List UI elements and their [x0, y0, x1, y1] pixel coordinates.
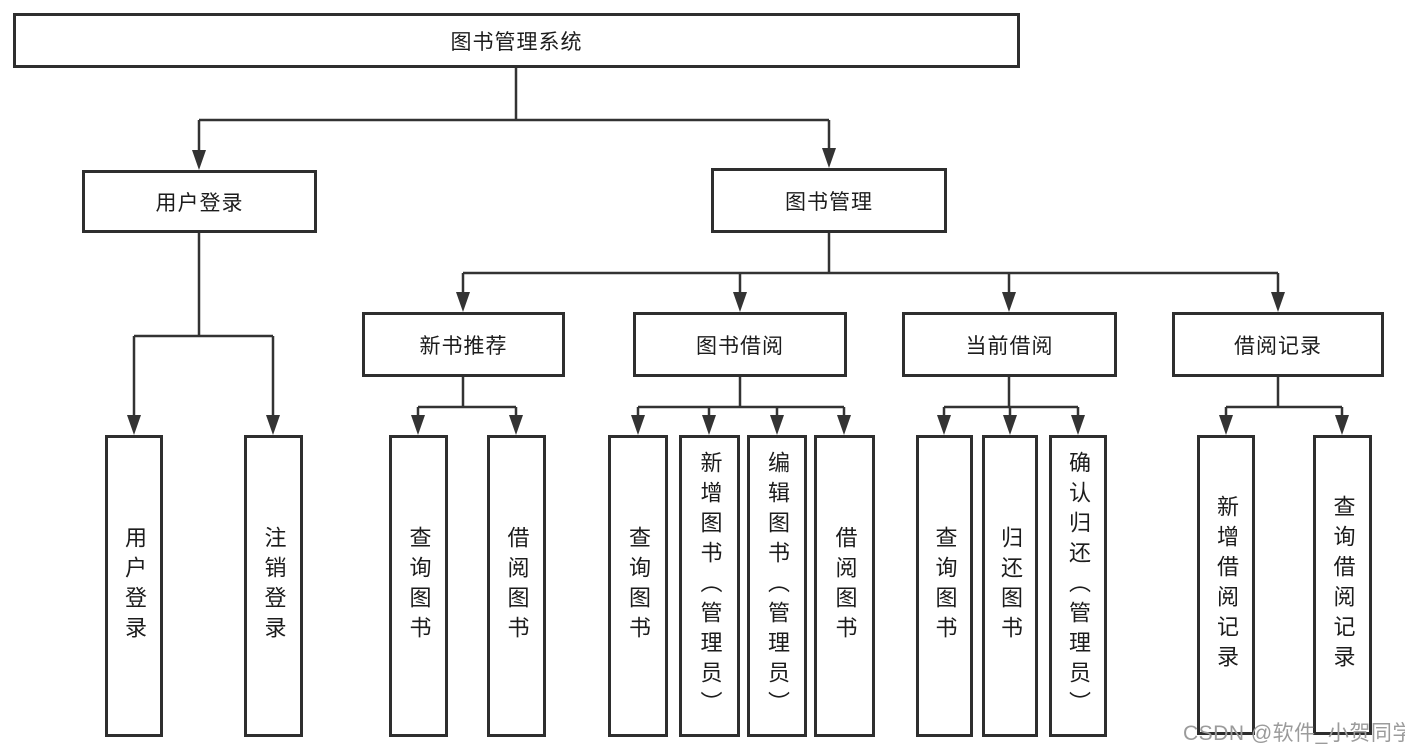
connector-book-borrow-to-leaves — [631, 377, 851, 435]
connector-cur-borrow-to-leaves — [937, 377, 1085, 435]
node-label: 图书管理 — [785, 190, 873, 214]
leaf-query-books-borrowing: 查询图书 — [608, 435, 668, 737]
node-root-library-system: 图书管理系统 — [13, 13, 1020, 68]
node-label: 当前借阅 — [965, 334, 1054, 358]
node-label: 用户登录 — [155, 191, 244, 215]
leaf-add-books-admin: 新增图书（管理员） — [679, 435, 740, 737]
leaf-add-borrow-record: 新增借阅记录 — [1197, 435, 1255, 735]
leaf-query-books-current: 查询图书 — [916, 435, 973, 737]
node-book-management: 图书管理 — [711, 168, 947, 233]
leaf-return-books: 归还图书 — [982, 435, 1038, 737]
leaf-label: 查询图书 — [406, 526, 432, 646]
node-new-book-recommendation: 新书推荐 — [362, 312, 565, 377]
node-label: 图书管理系统 — [450, 30, 583, 54]
connector-new-rec-to-leaves — [411, 377, 523, 435]
csdn-watermark: CSDN @软件_小贺同学 — [1183, 722, 1405, 745]
node-label: 借阅记录 — [1234, 334, 1322, 358]
leaf-label: 注销登录 — [261, 526, 287, 646]
node-user-login: 用户登录 — [82, 170, 317, 233]
leaf-label: 编辑图书（管理员） — [765, 451, 790, 721]
leaf-logout: 注销登录 — [244, 435, 303, 737]
leaf-label: 查询图书 — [626, 526, 651, 646]
leaf-query-books-recommendation: 查询图书 — [389, 435, 448, 737]
leaf-user-login: 用户登录 — [105, 435, 163, 737]
node-borrowing-records: 借阅记录 — [1172, 312, 1384, 377]
leaf-label: 用户登录 — [122, 526, 147, 646]
leaf-query-borrow-record: 查询借阅记录 — [1313, 435, 1372, 735]
leaf-edit-books-admin: 编辑图书（管理员） — [747, 435, 807, 737]
node-book-borrowing: 图书借阅 — [633, 312, 847, 377]
connector-borrow-rec-to-leaves — [1219, 377, 1349, 435]
leaf-label: 借阅图书 — [832, 526, 858, 646]
connector-root-to-level2 — [192, 68, 836, 170]
leaf-label: 新增图书（管理员） — [697, 451, 723, 721]
leaf-borrow-books-borrowing: 借阅图书 — [814, 435, 875, 737]
connector-book-mgmt-to-level3 — [456, 233, 1285, 312]
node-current-borrowing: 当前借阅 — [902, 312, 1117, 377]
connector-user-login-to-leaves — [127, 233, 280, 435]
leaf-label: 查询图书 — [932, 526, 958, 646]
node-label: 新书推荐 — [419, 334, 508, 358]
node-label: 图书借阅 — [696, 334, 784, 358]
leaf-label: 查询借阅记录 — [1330, 495, 1356, 675]
leaf-borrow-books-recommendation: 借阅图书 — [487, 435, 546, 737]
leaf-label: 新增借阅记录 — [1214, 495, 1239, 675]
leaf-label: 确认归还（管理员） — [1066, 451, 1091, 721]
leaf-label: 归还图书 — [998, 526, 1023, 646]
leaf-label: 借阅图书 — [504, 526, 530, 646]
leaf-confirm-return-admin: 确认归还（管理员） — [1049, 435, 1107, 737]
